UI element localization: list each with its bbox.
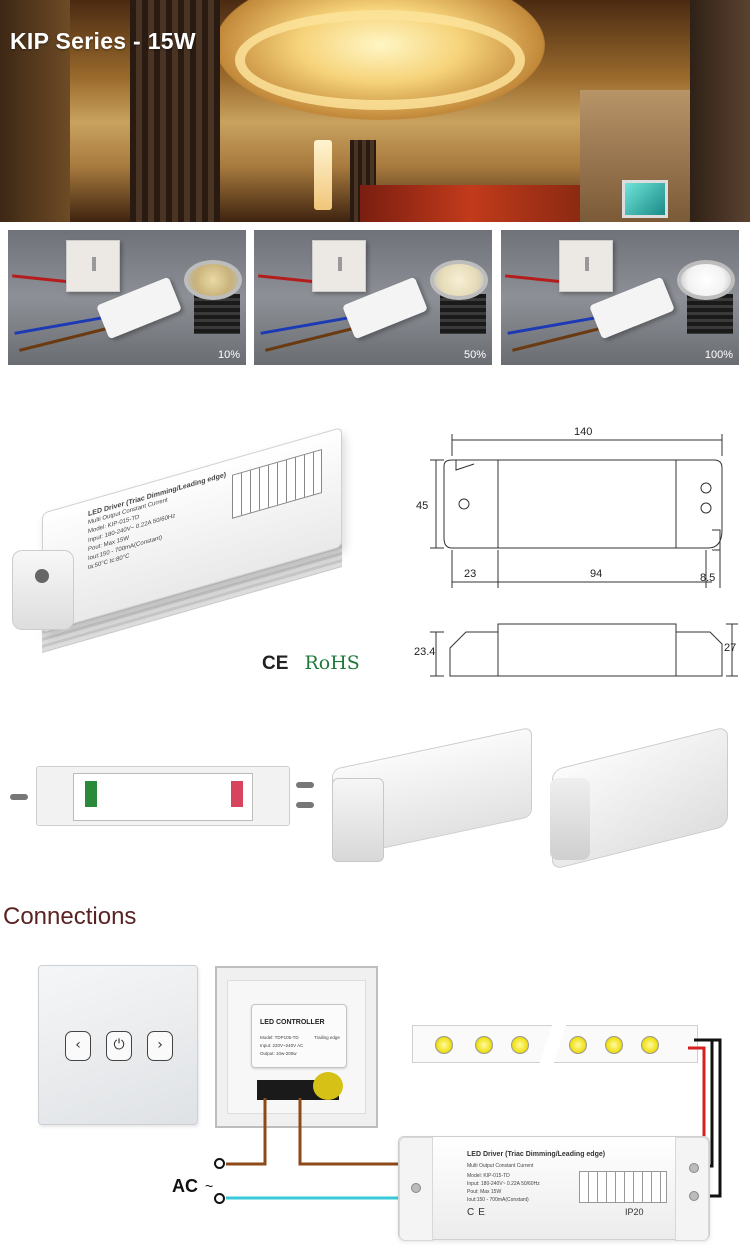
ce-mark-icon: CE bbox=[262, 653, 289, 674]
driver-end-left bbox=[399, 1137, 433, 1241]
driver-dip-table bbox=[579, 1171, 667, 1203]
rohs-mark: RoHS bbox=[304, 652, 360, 674]
controller-input: Input: 220V~240V AC bbox=[260, 1043, 304, 1048]
hero-floor bbox=[360, 185, 580, 222]
driver-angled-end bbox=[332, 778, 384, 862]
led-chip bbox=[435, 1036, 453, 1054]
product-photo-main: LED Driver (Triac Dimming/Leading edge) … bbox=[12, 426, 382, 655]
hero-banner: KIP Series - 15W bbox=[0, 0, 750, 222]
led-chip bbox=[511, 1036, 529, 1054]
driver-iout: Iout:150 - 700mA(Constant) bbox=[467, 1197, 529, 1203]
downlight-heatsink bbox=[194, 294, 240, 334]
driver-pout: Pout: Max 15W bbox=[467, 1189, 502, 1195]
screw-icon bbox=[10, 794, 28, 800]
driver-ip-rating: IP20 bbox=[625, 1207, 644, 1217]
dim-left-offset: 23 bbox=[464, 568, 477, 580]
certifications: CE RoHS bbox=[262, 652, 360, 675]
demo-photo-100: 100% bbox=[501, 230, 739, 365]
dimmer-switch bbox=[66, 240, 120, 292]
ac-label: AC bbox=[172, 1176, 198, 1196]
driver-input: Input: 180-240V~ 0.22A 50/60Hz bbox=[467, 1181, 540, 1187]
driver-cert-marks: CE bbox=[467, 1207, 489, 1218]
dimmer-switch bbox=[312, 240, 366, 292]
power-button[interactable]: ⏻ bbox=[106, 1031, 132, 1061]
hero-pillar-right bbox=[690, 0, 750, 222]
connections-title: Connections bbox=[3, 903, 137, 930]
dim-length: 140 bbox=[574, 426, 593, 438]
driver-open-view bbox=[36, 766, 290, 826]
ac-terminal-l bbox=[214, 1158, 225, 1169]
terminal-red bbox=[231, 781, 243, 807]
hero-title: KIP Series - 15W bbox=[10, 28, 196, 54]
led-driver-wiring: LED Driver (Triac Dimming/Leading edge) … bbox=[398, 1136, 710, 1241]
led-controller-module: LED CONTROLLER Model: TDP105-TD Input: 2… bbox=[251, 1004, 347, 1068]
screw-hole bbox=[689, 1191, 699, 1201]
dim-down-button[interactable]: ‹ bbox=[65, 1031, 91, 1061]
driver-subtitle: Multi Output Constant Current bbox=[467, 1163, 534, 1169]
led-chip bbox=[605, 1036, 623, 1054]
dim-percent-label: 10% bbox=[217, 349, 240, 361]
screw-icon bbox=[296, 802, 314, 808]
hero-light-ring bbox=[235, 10, 525, 110]
downlight-heatsink bbox=[687, 294, 733, 334]
screw-hole bbox=[411, 1183, 421, 1193]
led-chip bbox=[569, 1036, 587, 1054]
screw-icon bbox=[296, 782, 314, 788]
dimmer-switch bbox=[559, 240, 613, 292]
hero-tv bbox=[622, 180, 668, 218]
demo-photo-10: 10% bbox=[8, 230, 246, 365]
dim-percent-label: 100% bbox=[704, 349, 733, 361]
product-end-cap bbox=[12, 550, 74, 630]
downlight bbox=[677, 260, 735, 300]
dim-width: 45 bbox=[416, 500, 429, 512]
dim-percent-label: 50% bbox=[463, 349, 486, 361]
led-chip bbox=[475, 1036, 493, 1054]
downlight bbox=[184, 260, 242, 300]
hero-pillar-left bbox=[0, 0, 70, 222]
hero-curtain bbox=[130, 0, 220, 222]
ac-tilde: ~ bbox=[205, 1178, 214, 1194]
terminal-green bbox=[85, 781, 97, 807]
dim-height-total: 27 bbox=[724, 642, 737, 654]
dim-hole-spacing: 94 bbox=[590, 568, 603, 580]
dim-up-button[interactable]: › bbox=[147, 1031, 173, 1061]
product-views-row bbox=[0, 726, 750, 870]
downlight-heatsink bbox=[440, 294, 486, 334]
driver-end-right bbox=[675, 1137, 709, 1241]
downlight bbox=[430, 260, 488, 300]
screw-hole bbox=[689, 1163, 699, 1173]
dim-right-offset: 8.5 bbox=[700, 572, 716, 584]
led-chip bbox=[641, 1036, 659, 1054]
controller-edge: Trailing edge bbox=[314, 1035, 340, 1040]
hero-lamp bbox=[314, 140, 332, 210]
controller-title: LED CONTROLLER bbox=[260, 1019, 325, 1026]
ac-terminal-n bbox=[214, 1193, 225, 1204]
driver-model: Model: KIP-015-TD bbox=[467, 1173, 510, 1179]
demo-photo-50: 50% bbox=[254, 230, 492, 365]
dimension-drawing-svg bbox=[430, 434, 738, 677]
controller-output: Output: 10w-200w bbox=[260, 1051, 297, 1056]
dim-height-end: 23.4 bbox=[414, 646, 436, 658]
technical-drawing: 140 45 23 94 8.5 23.4 27 bbox=[414, 420, 750, 690]
driver-open-body bbox=[73, 773, 253, 821]
controller-knob bbox=[313, 1072, 343, 1100]
switch-back-panel: LED CONTROLLER Model: TDP105-TD Input: 2… bbox=[215, 966, 378, 1128]
driver-title: LED Driver (Triac Dimming/Leading edge) bbox=[467, 1151, 606, 1158]
controller-model: Model: TDP105-TD bbox=[260, 1035, 299, 1040]
touch-dimmer-switch: ‹ ⏻ › bbox=[38, 965, 198, 1125]
driver-back-end bbox=[550, 778, 590, 860]
